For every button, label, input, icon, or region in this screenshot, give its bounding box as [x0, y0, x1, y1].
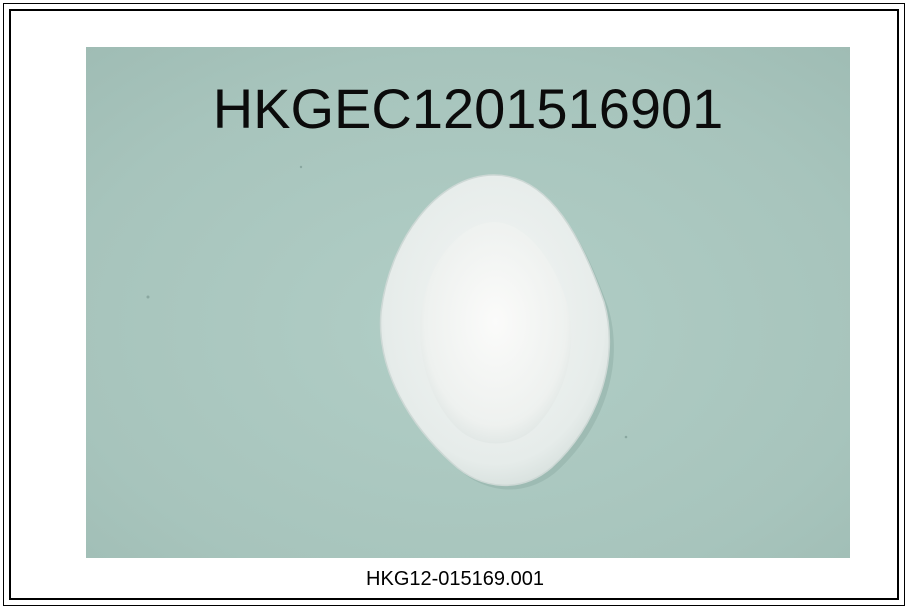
sample-code-overlay: HKGEC1201516901 [212, 77, 724, 140]
backdrop-speck [299, 165, 303, 169]
white-powder [420, 222, 572, 444]
sample-caption: HKG12-015169.001 [366, 568, 544, 590]
backdrop-speck [624, 435, 628, 439]
backdrop-speck [146, 295, 150, 299]
sample-photo-graphic [86, 47, 850, 558]
inner-frame [9, 9, 899, 600]
sample-photo: HKGEC1201516901 [86, 47, 850, 558]
outer-frame [3, 3, 905, 606]
